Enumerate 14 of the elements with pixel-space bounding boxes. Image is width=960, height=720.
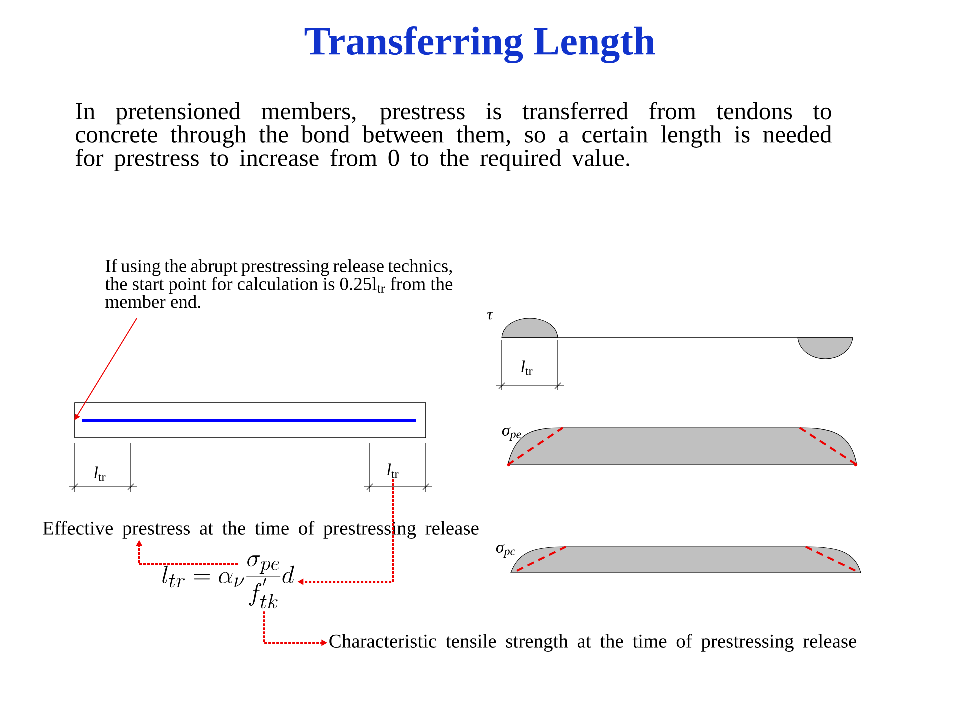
axis-label: τ (488, 312, 494, 320)
note-text: If using the abrupt prestressing release technics, the start point for calculation is 0.25l$_{tr}$ from the member end. (105, 259, 453, 308)
title: Transferring Length (304, 26, 656, 64)
leader-line (74, 318, 138, 420)
formula: $l_{tr} = \alpha_{\nu} \frac{\sigma_{pe}}{f^{'}_{tk}} d$ (162, 556, 294, 609)
dimension-label: l$_{tr}$ (522, 360, 533, 376)
annotation-text: Characteristic tensile strength at the time of prestressing release (330, 634, 857, 652)
axis-label: σ$_{pc}$ (496, 544, 516, 558)
annotation-text: Effective prestress at the time of prestressing release (43, 521, 479, 539)
intro-paragraph: In pretensioned members, prestress is transferred from tendons to concrete through the bond between them, so a certain length is needed for prestress to increase from 0 to the required value. (76, 102, 832, 172)
dimension-label: l$_{tr}$ (388, 464, 399, 478)
beam-box (74, 402, 426, 438)
dimension-label: l$_{tr}$ (94, 466, 106, 482)
axis-label: σ$_{pe}$ (502, 427, 522, 441)
